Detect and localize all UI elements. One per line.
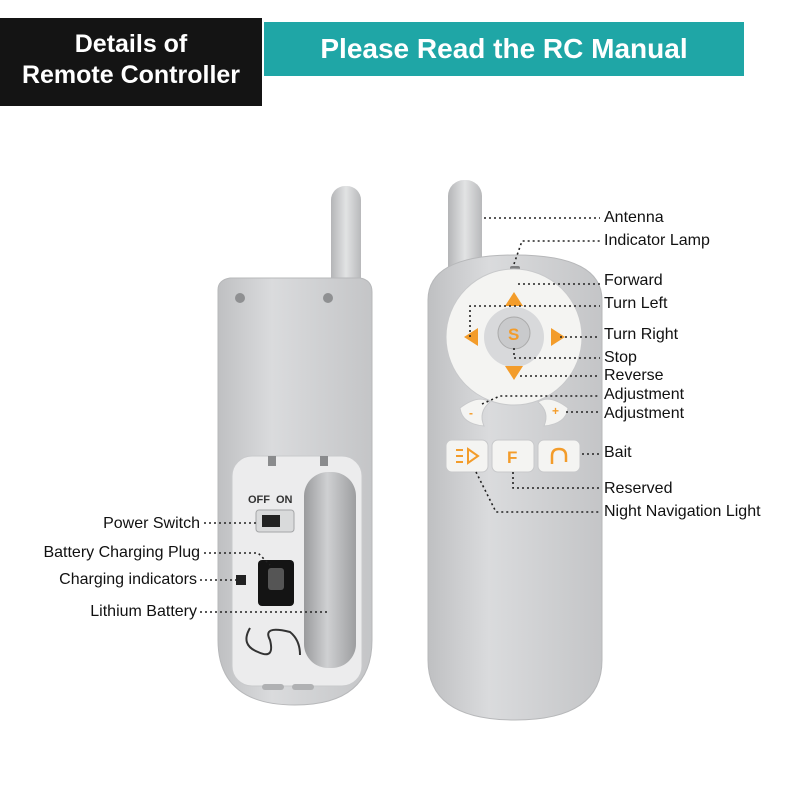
bait-hook-icon [550, 447, 568, 464]
switch-off-label: OFF [248, 494, 270, 506]
header-title-line1: Details of [74, 30, 188, 58]
label-reverse: Reverse [604, 367, 664, 384]
label-forward: Forward [604, 272, 663, 289]
label-power-switch: Power Switch [103, 515, 200, 532]
header-dark-banner: Details of Remote Controller [0, 18, 262, 106]
front-view-remote: S - + F [427, 180, 603, 721]
plus-key-label: + [552, 404, 559, 418]
back-screw-hole [235, 293, 245, 303]
battery-notch [320, 456, 328, 466]
adjustment-minus-button [459, 398, 491, 427]
back-view-remote: OFF ON [217, 186, 373, 706]
turn-right-arrow-icon [551, 328, 565, 346]
label-indicator-lamp: Indicator Lamp [604, 232, 710, 249]
label-stop: Stop [604, 349, 637, 366]
back-screw-hole [323, 293, 333, 303]
bait-button [537, 439, 581, 473]
label-charging-indicators: Charging indicators [59, 571, 197, 588]
power-switch-knob [262, 515, 280, 527]
label-battery-charging-plug: Battery Charging Plug [43, 544, 200, 561]
back-bottom-slot [262, 684, 284, 690]
label-turn-right: Turn Right [604, 326, 679, 343]
leader-stop [513, 348, 600, 359]
night-light-icon [456, 447, 480, 465]
leader-adjustment-minus [481, 395, 600, 405]
leader-turn-left [469, 305, 600, 337]
label-antenna: Antenna [604, 209, 664, 226]
label-adjustment-minus: Adjustment [604, 386, 685, 403]
charging-plug-port [268, 568, 284, 590]
leader-indicator-lamp [513, 240, 600, 265]
header-teal-banner: Please Read the RC Manual [264, 22, 744, 76]
battery-wire [245, 627, 301, 656]
reserved-key-label: F [507, 448, 517, 467]
label-bait: Bait [604, 444, 632, 461]
back-antenna [331, 186, 361, 296]
reverse-arrow-icon [505, 366, 523, 380]
leader-lines [200, 217, 600, 613]
header-title-line2: Remote Controller [21, 61, 241, 89]
lithium-battery [304, 472, 356, 668]
header-manual-title: Please Read the RC Manual [320, 33, 688, 64]
label-night-navigation-light: Night Navigation Light [604, 503, 761, 520]
minus-key-label: - [469, 406, 473, 420]
label-lithium-battery: Lithium Battery [90, 603, 197, 620]
label-adjustment-plus: Adjustment [604, 405, 685, 422]
charging-indicator [236, 575, 246, 585]
stop-key-label: S [508, 325, 519, 344]
turn-left-arrow-icon [464, 328, 478, 346]
label-turn-left: Turn Left [604, 295, 668, 312]
back-bottom-slot [292, 684, 314, 690]
leader-reserved [512, 472, 600, 489]
leader-charging-plug [204, 552, 271, 566]
switch-on-label: ON [276, 494, 293, 506]
forward-arrow-icon [505, 292, 523, 306]
battery-notch [268, 456, 276, 466]
adjustment-plus-button [537, 398, 569, 427]
label-reserved: Reserved [604, 480, 673, 497]
